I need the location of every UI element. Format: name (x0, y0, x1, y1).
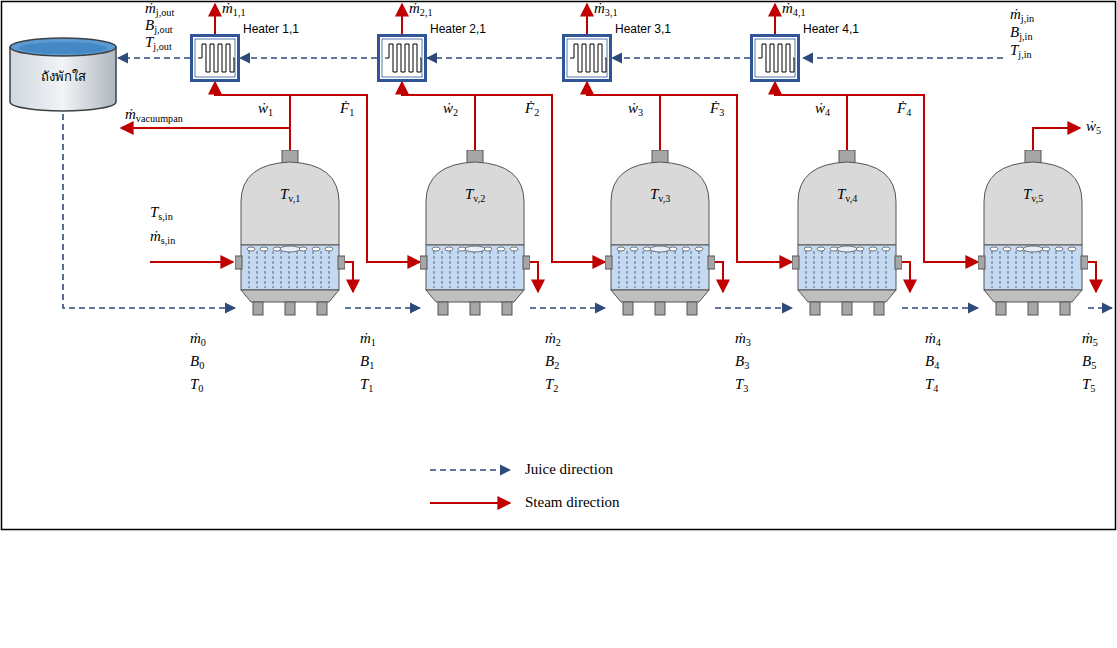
juice-inlet-line (803, 57, 1003, 59)
juice-line (345, 307, 420, 309)
juice-line (118, 57, 190, 59)
juice-heater: Heater 2,1 (377, 34, 427, 82)
steam-line (215, 82, 290, 150)
last-vapour-line (1033, 128, 1080, 150)
variable-label: ẇ3 (628, 100, 643, 117)
variable-label: Bj,out (145, 17, 173, 34)
juice-line (715, 307, 792, 309)
evaporator-vessel: Tv,2 (420, 150, 530, 320)
variable-label: B0 (190, 353, 204, 370)
variable-label: T5 (1082, 376, 1095, 393)
variable-label: ṁvacuumpan (125, 106, 183, 123)
juice-line (530, 307, 605, 309)
steam-line (587, 82, 660, 150)
vapour-temperature: Tv,1 (280, 186, 300, 203)
juice-line (427, 57, 562, 59)
evaporator-vessel: Tv,3 (605, 150, 715, 320)
evaporator-body (978, 150, 1088, 320)
variable-label: T0 (190, 376, 203, 393)
evaporator-body (792, 150, 902, 320)
variable-label: B4 (925, 353, 939, 370)
steam-inlet-line (150, 261, 233, 263)
heater-box (377, 34, 427, 82)
flow-label: Ḟ4 (896, 100, 912, 117)
juice-heater: Heater 1,1 (190, 34, 240, 82)
heater-name: Heater 2,1 (430, 21, 486, 38)
variable-label: ṁ2,1 (409, 0, 433, 17)
legend-text: Juice direction (525, 461, 613, 478)
variable-label: B2 (545, 353, 559, 370)
variable-label: ẇ2 (443, 100, 458, 117)
steam-line (775, 82, 847, 150)
variable-label: ṁs,in (150, 228, 175, 245)
juice-line (240, 57, 377, 59)
tank-name: ถังพักใส (41, 68, 86, 85)
variable-label: ṁ3,1 (594, 0, 618, 17)
juice-outlet-line (1088, 307, 1112, 309)
variable-label: ṁ2 (545, 330, 561, 347)
evaporator-vessel: Tv,5 (978, 150, 1088, 320)
variable-label: ẇ1 (258, 100, 273, 117)
evaporator-body (420, 150, 530, 320)
juice-line (612, 57, 750, 59)
evaporator-body (235, 150, 345, 320)
variable-label: ṁj,in (1010, 6, 1034, 23)
variable-label: ṁ1 (360, 330, 376, 347)
flow-label: Ḟ2 (524, 100, 540, 117)
variable-label: Ts,in (150, 204, 173, 221)
variable-label: Tj,in (1010, 42, 1032, 59)
variable-label: T2 (545, 376, 558, 393)
variable-label: T1 (360, 376, 373, 393)
legend-text: Steam direction (525, 494, 620, 511)
vapour-temperature: Tv,3 (650, 186, 670, 203)
heater-box (562, 34, 612, 82)
variable-label: B3 (735, 353, 749, 370)
vacuum-pan-line (121, 127, 290, 129)
evaporator-vessel: Tv,1 (235, 150, 345, 320)
heater-name: Heater 3,1 (615, 21, 671, 38)
steam-line (402, 82, 475, 150)
clear-juice-tank: ถังพักใส (8, 36, 118, 114)
juice-heater: Heater 4,1 (750, 34, 800, 82)
vapour-temperature: Tv,2 (465, 186, 485, 203)
variable-label: Bj,in (1010, 24, 1032, 41)
heater-box (750, 34, 800, 82)
variable-label: ṁ5 (1082, 330, 1098, 347)
frame (2, 2, 1116, 530)
juice-heater: Heater 3,1 (562, 34, 612, 82)
vapour-temperature: Tv,5 (1023, 186, 1043, 203)
evaporator-body (605, 150, 715, 320)
heater-name: Heater 4,1 (803, 21, 859, 38)
variable-label: ẇ4 (815, 100, 830, 117)
variable-label: ṁ0 (190, 330, 206, 347)
variable-label: B5 (1082, 353, 1096, 370)
juice-line (63, 114, 235, 308)
vapour-temperature: Tv,4 (837, 186, 857, 203)
variable-label: ẇ5 (1086, 118, 1101, 135)
flow-label: Ḟ1 (339, 100, 355, 117)
variable-label: ṁ3 (735, 330, 751, 347)
flow-label: Ḟ3 (709, 100, 725, 117)
juice-line (902, 307, 978, 309)
legend-juice-sample (430, 469, 510, 471)
heater-box (190, 34, 240, 82)
variable-label: ṁ4,1 (782, 0, 806, 17)
variable-label: B1 (360, 353, 374, 370)
evaporator-vessel: Tv,4 (792, 150, 902, 320)
variable-label: T4 (925, 376, 938, 393)
variable-label: T3 (735, 376, 748, 393)
variable-label: Tj,out (145, 34, 172, 51)
legend-steam-sample (430, 502, 510, 504)
heater-name: Heater 1,1 (243, 21, 299, 38)
variable-label: ṁj,out (145, 0, 174, 17)
variable-label: ṁ4 (925, 330, 941, 347)
variable-label: ṁ1,1 (222, 0, 246, 17)
